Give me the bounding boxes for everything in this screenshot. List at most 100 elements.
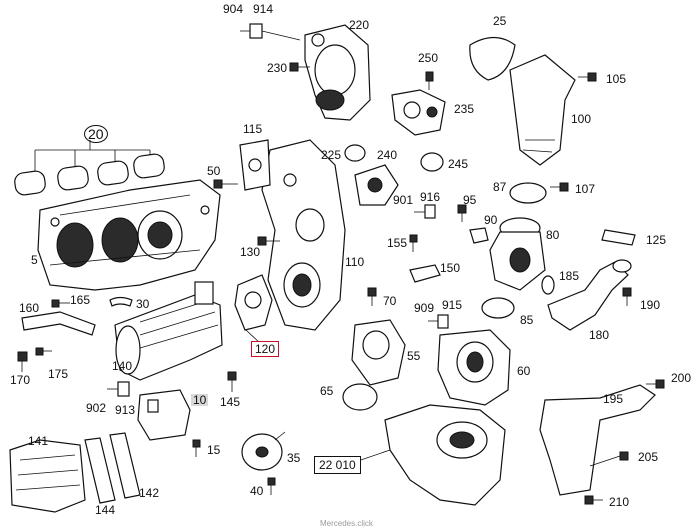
cooler-141 [9, 432, 141, 513]
bolt-200 [646, 379, 665, 389]
bracket-195 [539, 384, 656, 496]
connector-915 [428, 314, 449, 329]
callout-85[interactable]: 85 [520, 313, 534, 327]
callout-909[interactable]: 909 [414, 301, 435, 315]
callout-901[interactable]: 901 [393, 193, 414, 207]
callout-902[interactable]: 902 [86, 401, 107, 415]
pipe-160 [21, 299, 96, 336]
callout-90[interactable]: 90 [484, 213, 498, 227]
callout-230[interactable]: 230 [267, 61, 288, 75]
tube-80 [489, 217, 546, 291]
gasket-25 [469, 36, 516, 81]
callout-115[interactable]: 115 [243, 122, 263, 136]
callout-175[interactable]: 175 [48, 367, 69, 381]
bolt-130 [257, 236, 280, 246]
callout-250[interactable]: 250 [418, 51, 439, 65]
ring-65 [342, 383, 378, 411]
callout-130[interactable]: 130 [240, 245, 261, 259]
callout-200[interactable]: 200 [671, 371, 692, 385]
screw-155 [409, 234, 418, 252]
pipe-180 [547, 259, 632, 331]
callout-235[interactable]: 235 [454, 102, 475, 116]
callout-20[interactable]: 20 [84, 125, 108, 143]
callout-195[interactable]: 195 [603, 392, 624, 406]
callout-107[interactable]: 107 [575, 182, 596, 196]
callout-120-highlighted[interactable]: 120 [251, 341, 280, 357]
bolt-230 [289, 62, 310, 72]
clip-30 [109, 296, 133, 307]
throttle-55 [351, 319, 406, 386]
sensor-35 [241, 431, 286, 495]
callout-190[interactable]: 190 [640, 298, 661, 312]
callout-915[interactable]: 915 [442, 298, 463, 312]
ring-185 [541, 275, 555, 295]
callout-60[interactable]: 60 [517, 364, 531, 378]
bolt-50 [213, 179, 238, 189]
callout-144[interactable]: 144 [95, 503, 116, 517]
watermark: Mercedes.click [320, 519, 373, 528]
callout-30[interactable]: 30 [136, 297, 150, 311]
callout-160[interactable]: 160 [19, 301, 40, 315]
callout-210[interactable]: 210 [609, 495, 630, 509]
callout-105[interactable]: 105 [606, 72, 627, 86]
gasket-set-bracket [34, 140, 151, 175]
callout-913[interactable]: 913 [115, 403, 136, 417]
ring-87 [509, 182, 547, 204]
callout-165[interactable]: 165 [70, 293, 91, 307]
callout-15[interactable]: 15 [207, 443, 221, 457]
bolt-70 [367, 287, 377, 306]
valve-10 [107, 371, 237, 441]
callout-170[interactable]: 170 [10, 373, 31, 387]
callout-65[interactable]: 65 [320, 384, 334, 398]
callout-220[interactable]: 220 [349, 18, 370, 32]
gasket-125 [601, 229, 636, 246]
gasket-150 [409, 264, 441, 283]
intake-manifold [37, 179, 221, 291]
callout-205[interactable]: 205 [638, 450, 659, 464]
flange-240 [354, 164, 399, 206]
callout-110[interactable]: 110 [345, 255, 365, 269]
actuator-220 [304, 24, 371, 121]
callout-35[interactable]: 35 [287, 451, 301, 465]
callout-142[interactable]: 142 [139, 486, 160, 500]
callout-50[interactable]: 50 [207, 164, 221, 178]
callout-80[interactable]: 80 [546, 228, 560, 242]
callout-5[interactable]: 5 [31, 253, 38, 267]
ring-245 [420, 152, 444, 172]
bolts-170-175 [17, 347, 52, 372]
callout-914[interactable]: 914 [253, 2, 274, 16]
callout-180[interactable]: 180 [589, 328, 610, 342]
callout-10[interactable]: 10 [191, 393, 209, 407]
elbow-pipe-100 [509, 54, 576, 166]
egr-cooler [114, 281, 223, 381]
callout-70[interactable]: 70 [383, 294, 397, 308]
callout-916[interactable]: 916 [420, 190, 441, 204]
callout-140[interactable]: 140 [112, 359, 133, 373]
intake-gaskets [14, 153, 165, 196]
callout-904[interactable]: 904 [223, 2, 244, 16]
ring-85 [481, 297, 515, 319]
callout-155[interactable]: 155 [387, 236, 408, 250]
callout-22010[interactable]: 22 010 [314, 456, 361, 474]
callout-100[interactable]: 100 [571, 112, 592, 126]
callout-40[interactable]: 40 [250, 484, 264, 498]
callout-87[interactable]: 87 [493, 180, 507, 194]
callout-185[interactable]: 185 [559, 269, 580, 283]
sensor-90 [414, 204, 489, 244]
callout-245[interactable]: 245 [448, 157, 469, 171]
callout-145[interactable]: 145 [220, 395, 241, 409]
bolt-15 [192, 439, 201, 457]
callout-25[interactable]: 25 [493, 14, 507, 28]
callout-240[interactable]: 240 [377, 148, 398, 162]
callout-125[interactable]: 125 [646, 233, 667, 247]
bolt-205 [589, 451, 629, 467]
callout-150[interactable]: 150 [440, 261, 461, 275]
callout-141[interactable]: 141 [28, 434, 49, 448]
housing-22010 [354, 404, 506, 506]
callout-225[interactable]: 225 [321, 148, 342, 162]
bolt-105 [578, 72, 597, 82]
callout-95[interactable]: 95 [463, 193, 477, 207]
valve-235 [391, 71, 446, 136]
callout-55[interactable]: 55 [407, 349, 421, 363]
bolt-210 [584, 495, 603, 505]
